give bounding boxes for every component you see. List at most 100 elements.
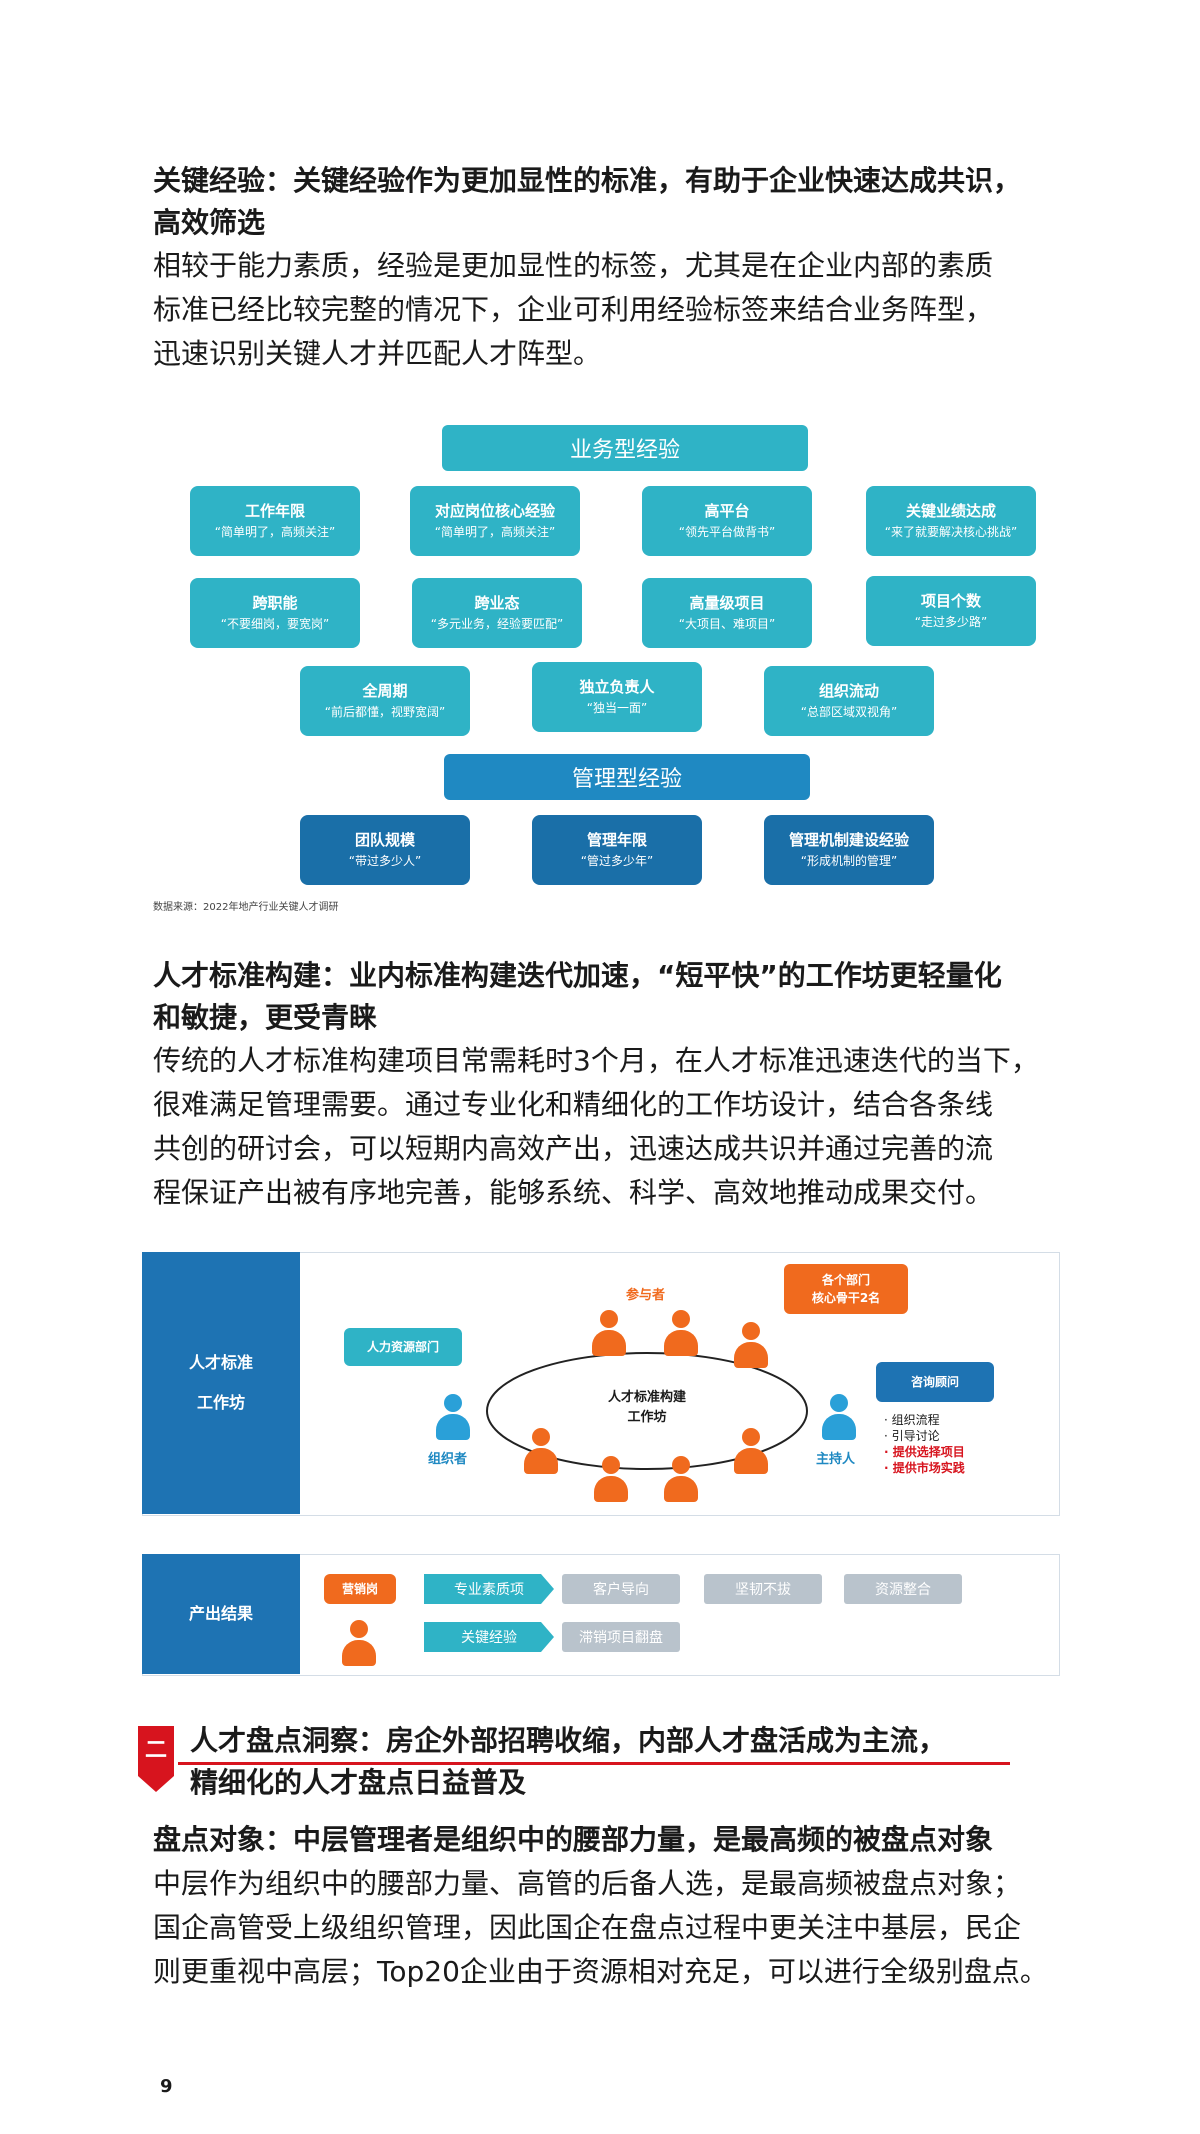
- result-pill: 滞销项目翻盘: [562, 1622, 680, 1652]
- consultant-bubble: 咨询顾问: [876, 1362, 994, 1402]
- box-subtitle: “总部区域双视角”: [800, 705, 898, 719]
- box-subtitle: “独当一面”: [586, 701, 648, 715]
- experience-box: 跨职能 “不要细岗，要宽岗”: [190, 578, 360, 648]
- box-title: 团队规模: [354, 831, 415, 849]
- box-title: 工作年限: [244, 502, 305, 520]
- box-subtitle: “走过多少路”: [914, 615, 988, 629]
- output-label: 产出结果: [142, 1554, 300, 1674]
- participant-icon: [734, 1428, 768, 1474]
- section-1-para-line: 标准已经比较完整的情况下，企业可利用经验标签来结合业务阵型，: [153, 293, 994, 326]
- box-subtitle: “领先平台做背书”: [678, 525, 776, 539]
- section-3-title-line1: 人才盘点洞察：房企外部招聘收缩，内部人才盘活成为主流，: [190, 1724, 947, 1757]
- section-2-para-line: 共创的研讨会，可以短期内高效产出，迅速达成共识并通过完善的流: [153, 1132, 994, 1165]
- chevron-key-experience: 关键经验: [424, 1622, 554, 1652]
- box-subtitle: “简单明了，高频关注”: [434, 525, 556, 539]
- host-note: · 引导讨论: [884, 1429, 940, 1443]
- workshop-label-line2: 工作坊: [196, 1393, 245, 1412]
- section-1-heading-line2: 高效筛选: [153, 206, 266, 239]
- box-title: 组织流动: [818, 682, 879, 700]
- business-experience-banner: 业务型经验: [442, 425, 808, 471]
- section-3-title-underline: [178, 1762, 1010, 1765]
- section-1-para-line: 迅速识别关键人才并匹配人才阵型。: [153, 337, 602, 370]
- host-label: 主持人: [816, 1452, 856, 1467]
- section-1-para-line: 相较于能力素质，经验是更加显性的标签，尤其是在企业内部的素质: [153, 249, 994, 282]
- box-title: 高量级项目: [689, 594, 765, 612]
- role-person-icon: [342, 1620, 376, 1666]
- experience-box: 高量级项目 “大项目、难项目”: [642, 578, 812, 648]
- box-title: 管理机制建设经验: [788, 831, 909, 849]
- box-title: 管理年限: [586, 831, 647, 849]
- host-note-highlight: · 提供市场实践: [884, 1461, 965, 1475]
- section-1: 关键经验：关键经验作为更加显性的标准，有助于企业快速达成共识， 高效筛选 相较于…: [153, 160, 1103, 376]
- experience-box: 对应岗位核心经验 “简单明了，高频关注”: [410, 486, 580, 556]
- box-title: 跨业态: [474, 594, 520, 612]
- hr-department-bubble: 人力资源部门: [344, 1328, 462, 1366]
- result-pill: 客户导向: [562, 1574, 680, 1604]
- experience-box: 高平台 “领先平台做背书”: [642, 486, 812, 556]
- workshop-label-line1: 人才标准: [188, 1353, 253, 1372]
- section-2: 人才标准构建：业内标准构建迭代加速，“短平快”的工作坊更轻量化 和敏捷，更受青睐…: [153, 955, 1103, 1215]
- section-2-para-line: 很难满足管理需要。通过专业化和精细化的工作坊设计，结合各条线: [153, 1088, 994, 1121]
- box-subtitle: “管过多少年”: [580, 854, 654, 868]
- workshop-label: 人才标准 工作坊: [142, 1252, 300, 1514]
- participant-icon: [664, 1310, 698, 1356]
- section-badge-number: 二: [144, 1738, 167, 1763]
- experience-box: 跨业态 “多元业务，经验要匹配”: [412, 578, 582, 648]
- experience-box: 工作年限 “简单明了，高频关注”: [190, 486, 360, 556]
- section-2-heading-line1: 人才标准构建：业内标准构建迭代加速，“短平快”的工作坊更轻量化: [153, 959, 1002, 992]
- section-1-heading-line1: 关键经验：关键经验作为更加显性的标准，有助于企业快速达成共识，: [153, 164, 1022, 197]
- center-label-line1: 人才标准构建: [607, 1390, 686, 1405]
- box-subtitle: “不要细岗，要宽岗”: [220, 617, 330, 631]
- departments-bubble-line1: 各个部门: [821, 1273, 870, 1287]
- participants-label: 参与者: [626, 1288, 666, 1303]
- box-title: 独立负责人: [579, 678, 655, 696]
- section-3-para-line: 国企高管受上级组织管理，因此国企在盘点过程中更关注中基层，民企: [153, 1911, 1022, 1944]
- experience-box: 团队规模 “带过多少人”: [300, 815, 470, 885]
- section-3-body: 盘点对象：中层管理者是组织中的腰部力量，是最高频的被盘点对象 中层作为组织中的腰…: [153, 1818, 1113, 1994]
- participant-icon: [664, 1456, 698, 1502]
- participant-icon: [524, 1428, 558, 1474]
- box-title: 对应岗位核心经验: [434, 502, 555, 520]
- box-title: 全周期: [362, 682, 408, 700]
- section-badge-shape: [138, 1726, 174, 1792]
- section-3-para-line: 中层作为组织中的腰部力量、高管的后备人选，是最高频被盘点对象；: [153, 1867, 1022, 1900]
- host-person-icon: [822, 1394, 856, 1440]
- workshop-table-ellipse: [486, 1352, 808, 1470]
- box-title: 项目个数: [920, 592, 981, 610]
- result-pill: 资源整合: [844, 1574, 962, 1604]
- box-subtitle: “带过多少人”: [348, 854, 422, 868]
- organizer-label: 组织者: [428, 1452, 468, 1467]
- participant-icon: [592, 1310, 626, 1356]
- experience-box: 独立负责人 “独当一面”: [532, 662, 702, 732]
- box-title: 高平台: [704, 502, 750, 520]
- section-2-para-line: 传统的人才标准构建项目常需耗时3个月，在人才标准迅速迭代的当下，: [153, 1044, 1039, 1077]
- departments-bubble-line2: 核心骨干2名: [811, 1291, 881, 1305]
- section-3-title: 人才盘点洞察：房企外部招聘收缩，内部人才盘活成为主流， 精细化的人才盘点日益普及: [190, 1720, 1090, 1804]
- box-subtitle: “来了就要解决核心挑战”: [884, 525, 1018, 539]
- experience-box: 管理年限 “管过多少年”: [532, 815, 702, 885]
- departments-bubble: 各个部门 核心骨干2名: [784, 1264, 908, 1314]
- experience-box: 关键业绩达成 “来了就要解决核心挑战”: [866, 486, 1036, 556]
- box-title: 关键业绩达成: [905, 502, 996, 520]
- participant-icon: [734, 1322, 768, 1368]
- page-number: 9: [160, 2076, 173, 2097]
- center-label-line2: 工作坊: [627, 1410, 667, 1425]
- participant-icon: [594, 1456, 628, 1502]
- section-2-para-line: 程保证产出被有序地完善，能够系统、科学、高效地推动成果交付。: [153, 1176, 994, 1209]
- box-subtitle: “形成机制的管理”: [800, 854, 898, 868]
- experience-box: 全周期 “前后都懂，视野宽阔”: [300, 666, 470, 736]
- result-pill: 坚韧不拔: [704, 1574, 822, 1604]
- data-source: 数据来源：2022年地产行业关键人才调研: [153, 902, 339, 913]
- box-title: 跨职能: [252, 594, 298, 612]
- host-notes: · 组织流程 · 引导讨论 · 提供选择项目 · 提供市场实践: [884, 1412, 965, 1476]
- workshop-center-label: 人才标准构建 工作坊: [572, 1388, 722, 1428]
- role-bubble: 营销岗: [324, 1574, 396, 1604]
- experience-box: 项目个数 “走过多少路”: [866, 576, 1036, 646]
- host-note: · 组织流程: [884, 1413, 940, 1427]
- section-3-title-line2: 精细化的人才盘点日益普及: [190, 1766, 527, 1799]
- experience-box: 组织流动 “总部区域双视角”: [764, 666, 934, 736]
- box-subtitle: “前后都懂，视野宽阔”: [324, 705, 446, 719]
- host-note-highlight: · 提供选择项目: [884, 1445, 965, 1459]
- section-2-heading-line2: 和敏捷，更受青睐: [153, 1001, 378, 1034]
- box-subtitle: “简单明了，高频关注”: [214, 525, 336, 539]
